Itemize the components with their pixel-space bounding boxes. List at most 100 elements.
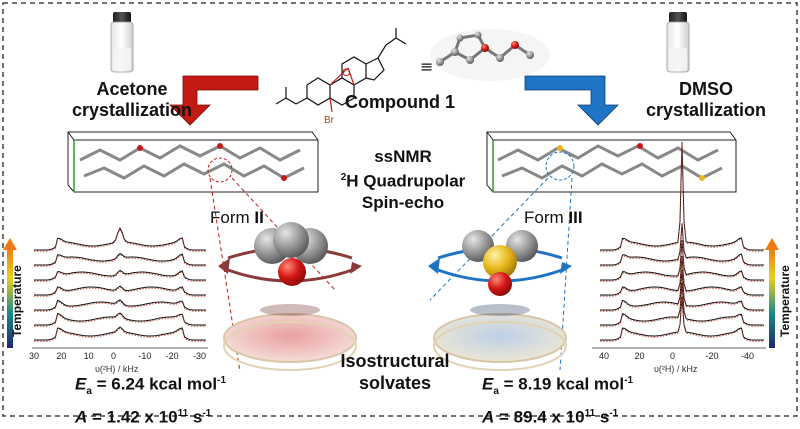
dashed-frame xyxy=(2,2,798,417)
form-iii-a-unit: s xyxy=(595,407,610,427)
vial-right xyxy=(666,12,690,73)
spectrum-fit xyxy=(34,327,206,342)
form-iii-a-value: = 89.4 x 10 xyxy=(494,407,585,427)
spectrum-fit xyxy=(34,300,206,312)
spectrum-trace xyxy=(34,312,206,326)
tick-label: 30 xyxy=(29,351,40,361)
tick-label: 40 xyxy=(599,351,610,361)
acetone-model xyxy=(218,222,362,371)
spectrum-trace xyxy=(600,282,764,326)
spectrum-trace xyxy=(34,269,206,281)
spectrum-fit xyxy=(34,228,206,252)
form-iii-ea-sub: a xyxy=(493,386,499,398)
form-ii-a-unit: s xyxy=(188,407,203,427)
equals-sign: ≡ xyxy=(420,57,433,76)
quadrupolar-text: H Quadrupolar xyxy=(346,171,466,191)
spectrum-fit xyxy=(600,284,764,327)
acetone-label: Acetone xyxy=(96,79,168,99)
isotope-superscript: 2 xyxy=(340,172,347,183)
crystallization-label-right: crystallization xyxy=(645,100,767,120)
temperature-arrow-right xyxy=(765,238,779,348)
tick-label: 0 xyxy=(670,351,676,361)
form-ii-prefix: Form xyxy=(210,208,255,227)
isostructural-solvates-label: Isostructural solvates xyxy=(325,350,465,394)
form-iii-a: A = 89.4 x 1011 s-1 xyxy=(482,403,633,429)
form-iii-a-unit-exp: -1 xyxy=(609,408,619,420)
spectrum-trace xyxy=(600,269,764,311)
form-iii-label: Form III xyxy=(524,208,583,228)
arrow-to-form-ii xyxy=(169,75,259,126)
br-atom-label: Br xyxy=(324,115,335,126)
acetone-crystallization-label: Acetone crystallization xyxy=(62,79,202,121)
spectrum-fit xyxy=(600,298,764,342)
form-ii-a-symbol: A xyxy=(75,407,88,427)
compound-1-structure xyxy=(275,28,407,113)
quadrupolar-line: 2H Quadrupolar xyxy=(318,167,488,192)
isostructural-line: Isostructural xyxy=(340,351,450,371)
solvates-line: solvates xyxy=(358,373,432,393)
crystal-cell-form-iii xyxy=(486,131,737,193)
form-ii-a-value: = 1.42 x 10 xyxy=(87,407,178,427)
crystal-cell-form-ii xyxy=(67,131,319,193)
form-iii-a-symbol: A xyxy=(482,407,495,427)
temperature-arrow-left xyxy=(3,238,17,348)
scheme-illustration: O Br ≡ xyxy=(3,12,779,373)
spectrum-trace xyxy=(600,223,764,266)
form-ii-a: A = 1.42 x 1011 s-1 xyxy=(75,403,226,429)
spectrum-fit xyxy=(600,257,764,297)
form-ii-label: Form II xyxy=(210,208,264,228)
spectrum-trace xyxy=(600,240,764,281)
spectrum-trace xyxy=(34,299,206,311)
tick-label: -20 xyxy=(165,351,179,361)
form-ii-ea-symbol: E xyxy=(75,374,87,394)
tick-label: 0 xyxy=(111,351,117,361)
form-iii-a-exp: 11 xyxy=(584,408,596,420)
tick-label: -40 xyxy=(741,351,755,361)
form-ii-a-unit-exp: -1 xyxy=(202,408,212,420)
spectrum-trace xyxy=(600,255,764,296)
spectrum-trace xyxy=(600,142,764,251)
spectrum-fit xyxy=(34,271,206,282)
spectrum-fit xyxy=(34,313,206,327)
spectrum-fit xyxy=(600,224,764,267)
spectra-form-ii xyxy=(34,226,206,342)
form-iii-ea: Ea = 8.19 kcal mol-1 xyxy=(482,370,633,403)
axis-title-left: υ(²H) / kHz xyxy=(95,364,139,374)
ssnmr-line: ssNMR xyxy=(374,147,432,166)
spectrum-trace xyxy=(34,226,206,251)
tick-label: 20 xyxy=(56,351,67,361)
form-ii-a-exp: 11 xyxy=(177,408,189,420)
form-iii-ea-exp: -1 xyxy=(624,375,634,386)
dmso-model xyxy=(428,230,572,371)
spectrum-fit xyxy=(34,286,206,297)
spectrum-fit xyxy=(34,254,206,267)
spectrum-trace xyxy=(34,285,206,296)
spectrum-fit xyxy=(600,241,764,282)
form-ii-ea-value: = 6.24 kcal mol xyxy=(91,374,218,394)
form-ii-ea-exp: -1 xyxy=(217,375,227,386)
dmso-crystallization-label: DMSO crystallization xyxy=(636,79,776,121)
spectrum-trace xyxy=(34,252,206,266)
spectrum-fit xyxy=(600,270,764,312)
spectrum-trace xyxy=(600,296,764,341)
spectrum-trace xyxy=(34,326,206,341)
temperature-label-right: Temperature xyxy=(778,265,792,337)
form-ii-kinetics: Ea = 6.24 kcal mol-1 A = 1.42 x 1011 s-1 xyxy=(75,370,226,429)
spin-echo-line: Spin-echo xyxy=(361,192,445,212)
form-iii-kinetics: Ea = 8.19 kcal mol-1 A = 89.4 x 1011 s-1 xyxy=(482,370,633,429)
compound-label: Compound 1 xyxy=(345,92,455,112)
dmso-label: DMSO xyxy=(679,79,733,99)
form-ii-ea-sub: a xyxy=(86,386,92,398)
form-iii-numeral: III xyxy=(568,208,583,227)
tick-label: -10 xyxy=(138,351,152,361)
temperature-label-left: Temperature xyxy=(10,265,24,337)
compound-1-3d-model xyxy=(430,29,550,81)
spectra-form-iii xyxy=(600,142,764,342)
form-iii-ea-value: = 8.19 kcal mol xyxy=(498,374,625,394)
tick-label: -20 xyxy=(705,351,719,361)
crystallization-label-left: crystallization xyxy=(71,100,193,120)
tick-label: -30 xyxy=(193,351,207,361)
tick-label: 20 xyxy=(634,351,645,361)
o-atom-label: O xyxy=(342,67,351,79)
arrow-to-form-iii xyxy=(524,75,619,126)
